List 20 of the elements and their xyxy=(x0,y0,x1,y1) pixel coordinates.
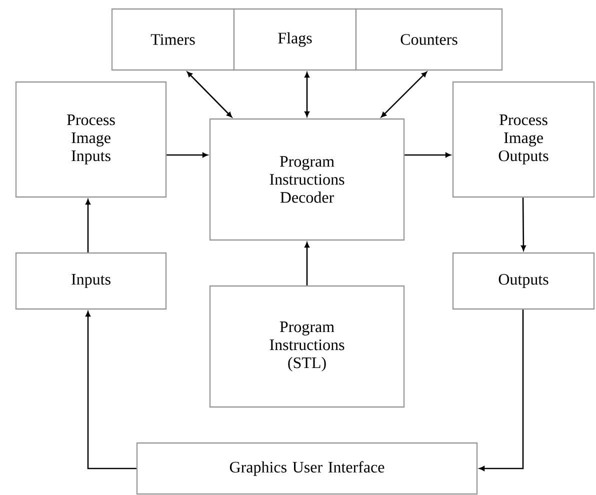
arrow xyxy=(521,198,526,251)
process-box: Inputs xyxy=(15,252,167,310)
process-box: Process Image Outputs xyxy=(452,81,595,198)
process-box: Process Image Inputs xyxy=(15,81,167,198)
arrow xyxy=(381,72,427,118)
process-box: Program Instructions Decoder xyxy=(209,118,405,241)
process-box: Graphics User Interface xyxy=(136,442,478,495)
process-box: Timers xyxy=(111,8,235,71)
arrow xyxy=(166,152,208,158)
arrow xyxy=(187,72,232,118)
arrow xyxy=(304,72,310,117)
process-box: Program Instructions (STL) xyxy=(209,285,405,408)
arrow xyxy=(86,199,90,252)
process-box: Flags xyxy=(233,8,357,71)
process-box: Outputs xyxy=(452,252,595,310)
arrow xyxy=(479,310,524,471)
arrow xyxy=(304,242,310,286)
arrow xyxy=(404,152,451,158)
arrow xyxy=(86,311,136,470)
process-box: Counters xyxy=(355,8,503,71)
